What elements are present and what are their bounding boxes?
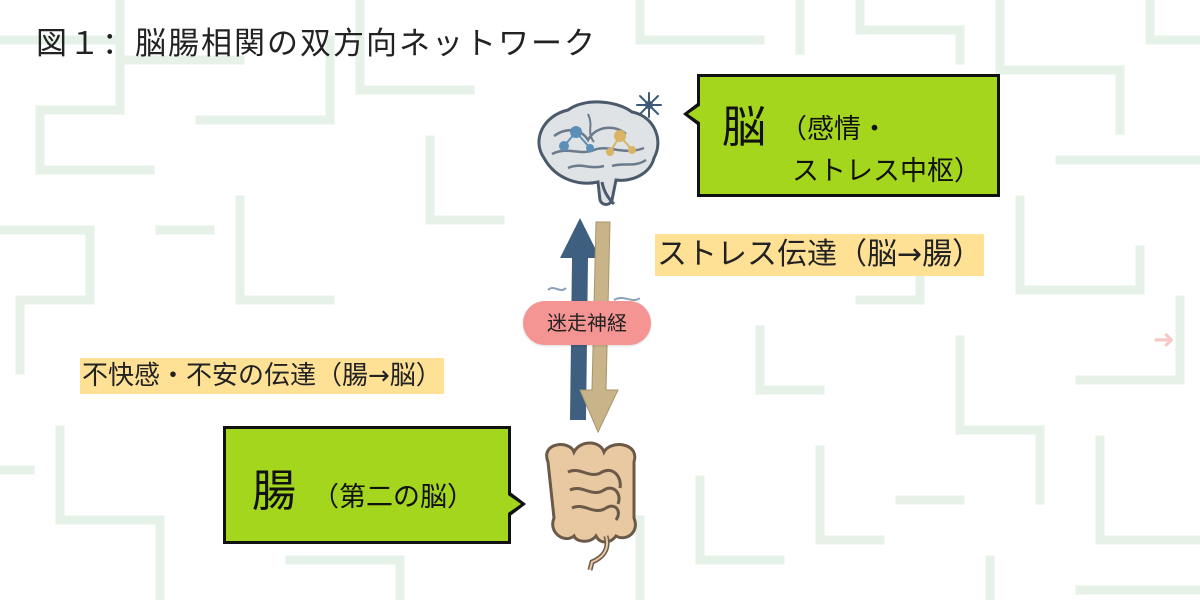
vagus-nerve-badge: 迷走神経: [523, 301, 651, 345]
brain-callout-subtitle-2: ストレス中枢）: [792, 156, 981, 187]
sparkle-icon: [636, 92, 662, 118]
gut-callout: 腸 （第二の脳）: [223, 426, 526, 544]
brain-icon: [537, 100, 660, 206]
callout-pointer-fill: [508, 495, 521, 513]
gut-callout-subtitle: （第二の脳）: [312, 482, 474, 513]
arrow-right-icon: ➜: [1153, 325, 1175, 355]
stress-transmission-label: ストレス伝達（脳→腸）: [655, 234, 985, 276]
anxiety-transmission-label: 不快感・不安の伝達（腸→脳）: [80, 358, 444, 394]
gut-callout-title: 腸: [252, 466, 296, 517]
callout-pointer-fill: [688, 105, 701, 123]
brain-callout-subtitle-1: （感情・: [780, 114, 888, 145]
page-title: 図１：脳腸相関の双方向ネットワーク: [36, 26, 597, 62]
intestine-icon: [545, 441, 637, 571]
brain-callout-title: 脳: [722, 102, 766, 153]
brain-callout: 脳 （感情・ ストレス中枢）: [683, 74, 1000, 197]
